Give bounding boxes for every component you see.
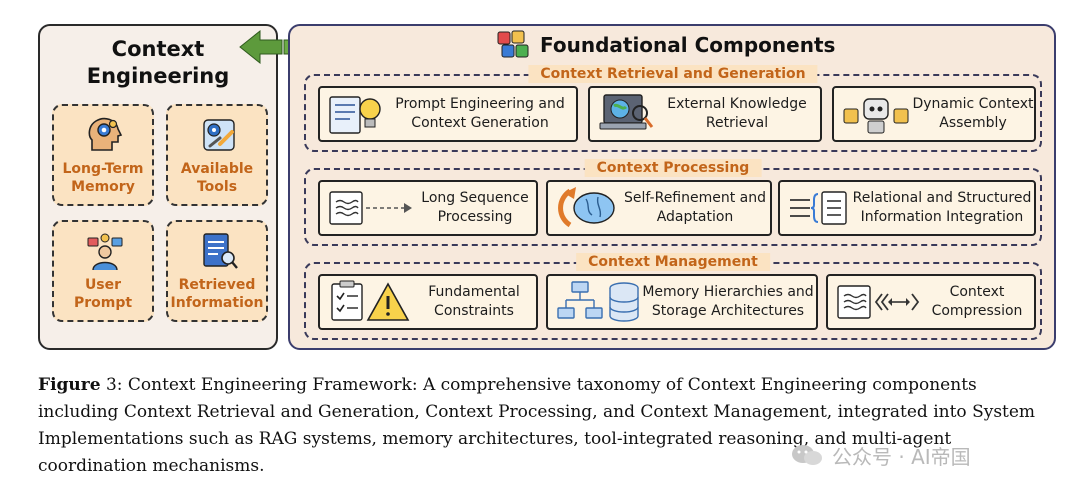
card-long-term-memory: Long-Term Memory xyxy=(52,104,154,206)
card-label: User Prompt xyxy=(73,277,133,311)
watermark: 公众号 · AI帝国 xyxy=(790,440,971,470)
comp-label: External Knowledge Retrieval xyxy=(667,96,807,131)
right-title-text: Foundational Components xyxy=(540,33,836,57)
sequence-arrow-icon xyxy=(329,191,412,225)
section-title: Context Processing xyxy=(584,159,762,177)
comp-label: Long Sequence Processing xyxy=(421,190,529,225)
comp-label: Context Compression xyxy=(931,284,1023,319)
tools-icon xyxy=(203,119,235,151)
comp-label: Prompt Engineering and Context Generatio… xyxy=(395,96,565,131)
brain-gear-icon xyxy=(88,117,123,151)
comp-memory-hierarchies: Memory Hierarchies and Storage Architect… xyxy=(546,274,818,330)
puzzle-icon xyxy=(497,30,529,58)
user-prompt-icon xyxy=(87,233,123,271)
wechat-icon xyxy=(792,445,822,465)
watermark-text: 公众号 · AI帝国 xyxy=(832,444,971,469)
lightbulb-document-icon xyxy=(329,96,381,134)
robot-puzzle-icon xyxy=(843,98,909,134)
laptop-search-icon xyxy=(599,94,654,130)
compression-icon xyxy=(837,285,920,319)
caption-label: Figure xyxy=(38,375,101,395)
context-engineering-panel: Context Engineering Long-Term Memory Ava… xyxy=(38,24,278,350)
comp-label: Dynamic Context Assembly xyxy=(912,96,1034,131)
section-retrieval-generation: Context Retrieval and Generation Prompt … xyxy=(304,65,1042,152)
comp-label: Memory Hierarchies and Storage Architect… xyxy=(642,284,814,319)
card-label: Retrieved Information xyxy=(170,277,264,311)
comp-label: Self-Refinement and Adaptation xyxy=(623,190,767,225)
context-engineering-title: Context Engineering xyxy=(86,37,230,88)
card-label: Available Tools xyxy=(180,161,254,195)
comp-relational-structured: Relational and Structured Information In… xyxy=(778,180,1036,236)
brain-refresh-icon xyxy=(558,187,615,228)
section-context-processing: Context Processing Long Sequence Process… xyxy=(304,159,1042,246)
document-search-icon xyxy=(203,233,238,269)
comp-label: Relational and Structured Information In… xyxy=(852,190,1032,225)
comp-long-sequence: Long Sequence Processing xyxy=(318,180,538,236)
comp-self-refinement: Self-Refinement and Adaptation xyxy=(546,180,772,236)
section-title: Context Management xyxy=(576,253,770,271)
card-label: Long-Term Memory xyxy=(62,161,144,195)
comp-dynamic-context: Dynamic Context Assembly xyxy=(832,86,1036,142)
comp-context-compression: Context Compression xyxy=(826,274,1036,330)
comp-label: Fundamental Constraints xyxy=(428,284,520,319)
foundational-components-title: Foundational Components xyxy=(494,30,835,60)
checklist-warning-icon xyxy=(331,280,410,321)
card-user-prompt: User Prompt xyxy=(52,220,154,322)
caption-text: : Context Engineering Framework: A compr… xyxy=(38,375,1036,476)
section-context-management: Context Management Fundamental Constrain… xyxy=(304,253,1042,340)
comp-prompt-engineering: Prompt Engineering and Context Generatio… xyxy=(318,86,578,142)
comp-fundamental-constraints: Fundamental Constraints xyxy=(318,274,538,330)
structured-braces-icon xyxy=(790,191,847,225)
card-retrieved-information: Retrieved Information xyxy=(166,220,268,322)
caption-number: 3 xyxy=(105,375,117,395)
section-title: Context Retrieval and Generation xyxy=(528,65,818,83)
figure-caption: Figure 3: Context Engineering Framework:… xyxy=(38,372,1058,480)
foundational-components-panel: Foundational Components Context Retrieva… xyxy=(288,24,1056,350)
hierarchy-database-icon xyxy=(557,281,639,322)
card-available-tools: Available Tools xyxy=(166,104,268,206)
comp-external-knowledge: External Knowledge Retrieval xyxy=(588,86,822,142)
